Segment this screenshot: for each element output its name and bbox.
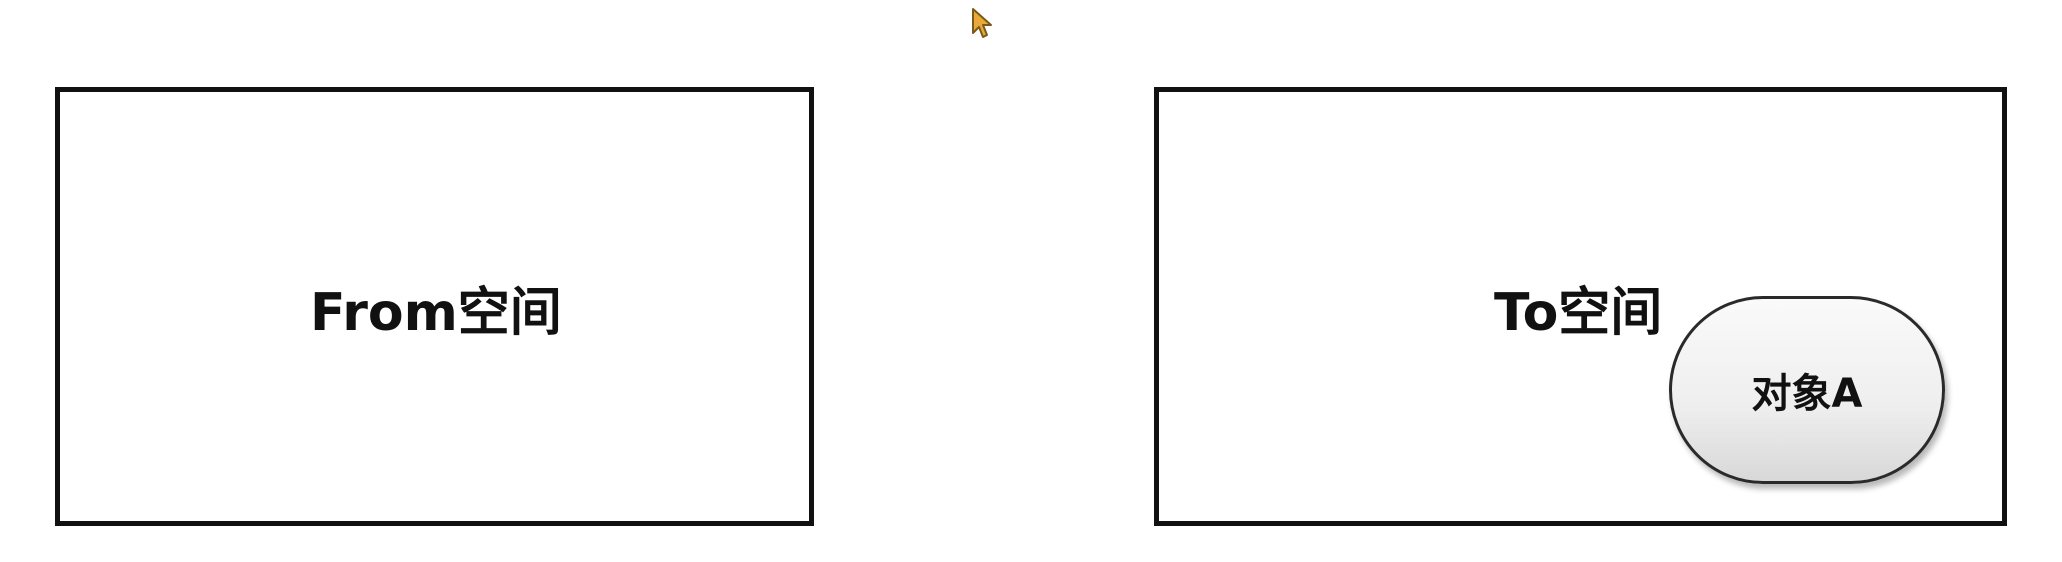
pointer-cursor-icon (972, 8, 992, 38)
from-space-label: From空间 (310, 283, 562, 343)
object-a-label: 对象A (1751, 371, 1863, 417)
to-space-label: To空间 (1494, 283, 1663, 343)
from-space-box: From空间 (55, 87, 814, 526)
object-a-node[interactable]: 对象A (1669, 296, 1945, 484)
